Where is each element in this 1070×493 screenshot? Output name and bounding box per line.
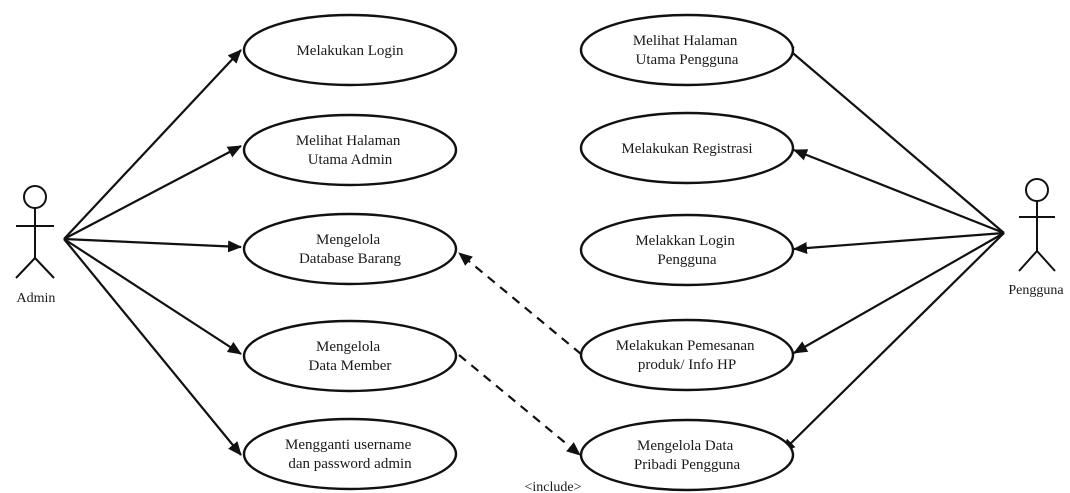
use-case-login-pengguna-line-2: Pengguna — [657, 252, 717, 268]
assoc-admin-ganti-password — [63, 238, 242, 456]
use-case-halaman-pengguna-shape — [579, 13, 795, 87]
use-case-db-barang-line-1: Mengelola — [316, 232, 380, 248]
use-case-data-member-line-1: Mengelola — [316, 339, 380, 355]
use-case-data-pribadi: Mengelola Data Pribadi Pengguna — [579, 418, 795, 492]
assoc-pengguna-halaman-pengguna — [780, 42, 1005, 234]
use-case-ganti-password-line-2: dan password admin — [288, 456, 412, 472]
actor-admin-left-leg — [15, 257, 36, 279]
use-case-data-member-line-2: Data Member — [309, 358, 392, 374]
use-case-data-pribadi-line-2: Pribadi Pengguna — [634, 457, 741, 473]
include-data-member-data-pribadi — [458, 354, 581, 456]
use-case-login-pengguna: Melakkan Login Pengguna — [579, 213, 795, 287]
use-case-db-barang-line-2: Database Barang — [299, 251, 402, 267]
use-case-halaman-pengguna-line-1: Melihat Halaman — [633, 33, 738, 49]
assoc-admin-data-member — [63, 238, 242, 355]
use-case-data-pribadi-label: Mengelola Data Pribadi Pengguna — [634, 438, 741, 473]
use-case-pemesanan-label: Melakukan Pemesanan produk/ Info HP — [616, 338, 758, 373]
assoc-admin-db-barang — [63, 237, 242, 253]
use-case-registrasi-shape — [579, 111, 795, 185]
use-case-ganti-password: Mengganti username dan password admin — [242, 417, 458, 491]
use-case-halaman-admin-line-2: Utama Admin — [308, 152, 393, 168]
use-case-login-line: Melakukan Login — [296, 43, 404, 59]
use-case-db-barang-label: Mengelola Database Barang — [299, 232, 402, 267]
use-case-registrasi-label: Melakukan Registrasi — [621, 141, 752, 157]
use-case-halaman-admin-shape — [242, 113, 458, 187]
assoc-pengguna-registrasi — [793, 148, 1005, 235]
include-pemesanan-db-barang — [458, 252, 582, 355]
use-case-halaman-pengguna-line-2: Utama Pengguna — [636, 52, 739, 68]
include-label: <include> — [525, 480, 582, 493]
use-case-pemesanan: Melakukan Pemesanan produk/ Info HP — [579, 318, 795, 392]
use-case-login-pengguna-label: Melakkan Login Pengguna — [635, 233, 738, 268]
use-case-ganti-password-line-1: Mengganti username — [285, 437, 412, 453]
use-case-halaman-pengguna: Melihat Halaman Utama Pengguna — [579, 13, 795, 87]
use-case-db-barang: Mengelola Database Barang — [242, 212, 458, 286]
use-case-data-pribadi-shape — [579, 418, 795, 492]
use-case-halaman-admin-line-1: Melihat Halaman — [296, 133, 401, 149]
use-case-ganti-password-label: Mengganti username dan password admin — [285, 437, 415, 472]
actor-pengguna-label: Pengguna — [1008, 283, 1064, 298]
use-case-halaman-pengguna-label: Melihat Halaman Utama Pengguna — [633, 33, 741, 68]
use-case-registrasi: Melakukan Registrasi — [579, 111, 795, 185]
assoc-admin-login — [63, 49, 242, 240]
use-case-pemesanan-line-1: Melakukan Pemesanan — [616, 338, 755, 354]
actor-pengguna-left-leg — [1018, 250, 1038, 272]
use-case-pemesanan-line-2: produk/ Info HP — [638, 357, 736, 373]
assoc-pengguna-data-pribadi — [781, 232, 1005, 453]
use-case-login-pengguna-shape — [579, 213, 795, 287]
actor-pengguna-head — [1025, 178, 1049, 202]
use-case-ganti-password-shape — [242, 417, 458, 491]
use-case-pemesanan-shape — [579, 318, 795, 392]
use-case-db-barang-shape — [242, 212, 458, 286]
use-case-data-member: Mengelola Data Member — [242, 319, 458, 393]
actor-admin: Admin — [15, 185, 56, 306]
assoc-pengguna-login-pengguna — [793, 231, 1005, 254]
use-case-halaman-admin: Melihat Halaman Utama Admin — [242, 113, 458, 187]
use-case-data-member-shape — [242, 319, 458, 393]
use-case-login-label: Melakukan Login — [296, 43, 404, 59]
actor-admin-label: Admin — [17, 291, 56, 306]
assoc-admin-halaman-admin — [63, 145, 242, 240]
use-case-data-member-label: Mengelola Data Member — [309, 339, 392, 374]
use-case-data-pribadi-line-1: Mengelola Data — [637, 438, 734, 454]
actor-admin-head — [23, 185, 47, 209]
actor-pengguna-right-leg — [1036, 250, 1056, 272]
use-case-login-pengguna-line-1: Melakkan Login — [635, 233, 735, 249]
actor-admin-right-leg — [34, 257, 55, 279]
use-case-login-shape — [242, 13, 458, 87]
use-case-login: Melakukan Login — [242, 13, 458, 87]
assoc-pengguna-pemesanan — [793, 232, 1005, 354]
actor-pengguna: Pengguna — [1008, 178, 1064, 298]
use-case-halaman-admin-label: Melihat Halaman Utama Admin — [296, 133, 404, 168]
use-case-registrasi-line: Melakukan Registrasi — [621, 141, 752, 157]
